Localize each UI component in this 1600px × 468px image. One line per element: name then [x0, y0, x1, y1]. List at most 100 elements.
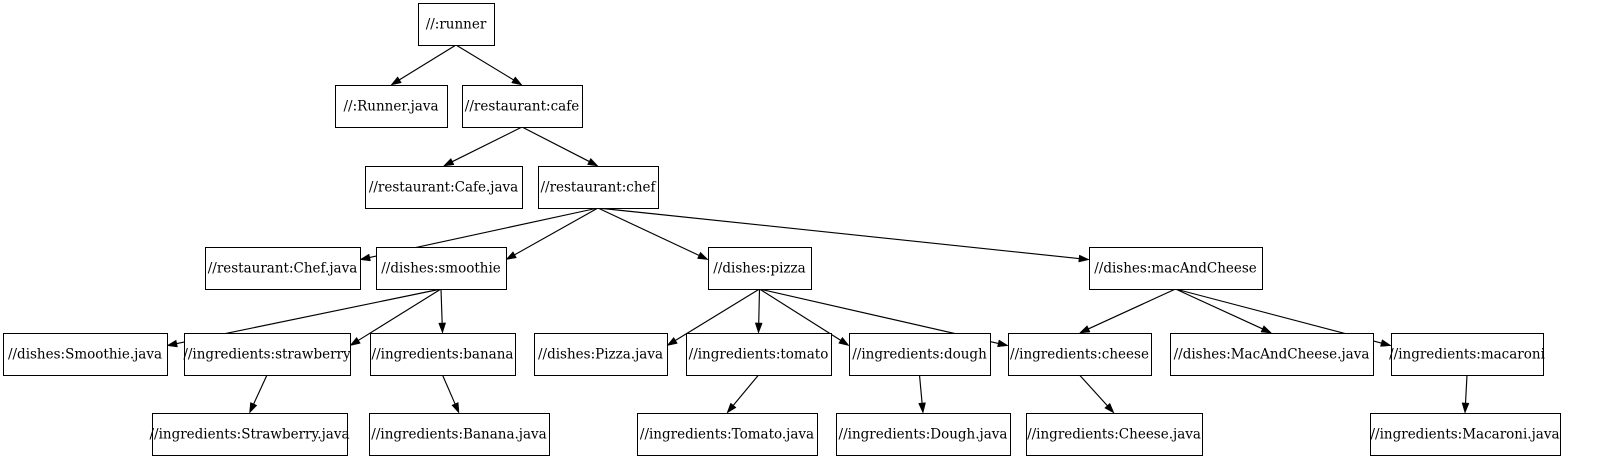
- node-box[interactable]: [3, 333, 168, 376]
- graph-node-chef[interactable]: //restaurant:chef: [538, 166, 659, 209]
- edge-arrowhead: [249, 402, 258, 414]
- node-box[interactable]: [369, 413, 550, 456]
- node-label: //ingredients:dough: [852, 347, 987, 363]
- graph-node-runner_java[interactable]: //:Runner.java: [335, 85, 448, 128]
- node-box[interactable]: [152, 413, 348, 456]
- node-label: //ingredients:tomato: [689, 347, 829, 363]
- graph-node-strawberry[interactable]: //ingredients:strawberry: [183, 333, 351, 376]
- edge-arrowhead: [390, 76, 402, 86]
- node-box[interactable]: [836, 413, 1011, 456]
- graph-node-tomato[interactable]: //ingredients:tomato: [686, 333, 832, 376]
- node-label: //ingredients:Dough.java: [839, 427, 1008, 443]
- node-box[interactable]: [335, 85, 448, 128]
- node-label: //dishes:MacAndCheese.java: [1174, 347, 1370, 363]
- graph-node-chef_java[interactable]: //restaurant:Chef.java: [205, 247, 361, 290]
- edge-arrowhead: [838, 336, 850, 347]
- node-box[interactable]: [370, 333, 516, 376]
- graph-edge: [441, 374, 460, 414]
- graph-node-pizza[interactable]: //dishes:pizza: [708, 247, 812, 290]
- edge-arrowhead: [451, 402, 460, 414]
- graph-node-macandcheese_java[interactable]: //dishes:MacAndCheese.java: [1170, 333, 1374, 376]
- edge-arrowhead: [438, 322, 447, 334]
- edge-arrowhead: [1104, 402, 1115, 414]
- node-label: //ingredients:cheese: [1010, 347, 1149, 363]
- graph-node-runner[interactable]: //:runner: [418, 3, 495, 46]
- node-label: //ingredients:strawberry: [183, 347, 351, 363]
- graph-edge: [1461, 374, 1470, 414]
- nodes-layer: //:runner //:Runner.java //restaurant:cafe…: [3, 3, 1561, 456]
- edge-arrowhead: [1380, 339, 1392, 347]
- node-label: //dishes:Pizza.java: [538, 347, 663, 363]
- edges-layer: [166, 44, 1470, 414]
- node-label: //restaurant:Chef.java: [208, 261, 358, 277]
- graph-edge: [759, 288, 850, 347]
- node-label: //dishes:smoothie: [381, 261, 501, 277]
- node-label: //ingredients:Cheese.java: [1027, 427, 1201, 443]
- node-box[interactable]: [205, 247, 361, 290]
- edge-arrowhead: [918, 402, 926, 414]
- graph-node-dough[interactable]: //ingredients:dough: [849, 333, 991, 376]
- edge-arrowhead: [511, 76, 523, 86]
- node-box[interactable]: [1008, 333, 1152, 376]
- node-box[interactable]: [686, 333, 832, 376]
- edge-arrowhead: [442, 157, 455, 167]
- node-box[interactable]: [1170, 333, 1374, 376]
- edge-arrowhead: [349, 336, 361, 346]
- node-box[interactable]: [1391, 333, 1544, 376]
- graph-edge: [754, 288, 763, 334]
- graph-node-macaroni[interactable]: //ingredients:macaroni: [1389, 333, 1546, 376]
- graph-edge: [597, 207, 709, 260]
- node-box[interactable]: [376, 247, 507, 290]
- graph-node-strawberry_java[interactable]: //ingredients:Strawberry.java: [149, 413, 350, 456]
- node-label: //ingredients:Strawberry.java: [149, 427, 349, 443]
- node-box[interactable]: [184, 333, 351, 376]
- node-box[interactable]: [708, 247, 812, 290]
- graph-node-cafe_java[interactable]: //restaurant:Cafe.java: [365, 166, 523, 209]
- node-box[interactable]: [462, 85, 583, 128]
- graph-node-pizza_java[interactable]: //dishes:Pizza.java: [534, 333, 668, 376]
- node-label: //ingredients:Macaroni.java: [1370, 427, 1559, 443]
- graph-node-banana_java[interactable]: //ingredients:Banana.java: [369, 413, 550, 456]
- graph-node-dough_java[interactable]: //ingredients:Dough.java: [836, 413, 1011, 456]
- graph-node-macandcheese[interactable]: //dishes:macAndCheese: [1089, 247, 1263, 290]
- graph-node-banana[interactable]: //ingredients:banana: [370, 333, 516, 376]
- node-box[interactable]: [637, 413, 818, 456]
- graph-node-smoothie_java[interactable]: //dishes:Smoothie.java: [3, 333, 168, 376]
- graph-node-tomato_java[interactable]: //ingredients:Tomato.java: [637, 413, 818, 456]
- node-box[interactable]: [1089, 247, 1263, 290]
- node-label: //restaurant:cafe: [465, 99, 579, 115]
- graph-edge: [349, 288, 442, 346]
- graph-edge: [1078, 288, 1176, 334]
- node-label: //ingredients:banana: [372, 347, 514, 363]
- node-box[interactable]: [538, 166, 659, 209]
- graph-node-smoothie[interactable]: //dishes:smoothie: [376, 247, 507, 290]
- node-label: //restaurant:chef: [540, 180, 656, 196]
- edge-arrowhead: [697, 251, 709, 260]
- node-box[interactable]: [418, 3, 495, 46]
- graph-node-cheese_java[interactable]: //ingredients:Cheese.java: [1026, 413, 1203, 456]
- edge-arrowhead: [1078, 254, 1090, 263]
- node-label: //:Runner.java: [343, 99, 438, 115]
- node-box[interactable]: [849, 333, 991, 376]
- graph-edge: [438, 288, 447, 334]
- node-box[interactable]: [365, 166, 523, 209]
- graph-node-cheese[interactable]: //ingredients:cheese: [1008, 333, 1152, 376]
- graph-edge: [1175, 288, 1273, 334]
- graph-edge: [597, 207, 1090, 263]
- graph-edge: [390, 44, 457, 86]
- node-box[interactable]: [534, 333, 668, 376]
- node-label: //:runner: [426, 17, 487, 33]
- node-box[interactable]: [1370, 413, 1561, 456]
- graph-node-macaroni_java[interactable]: //ingredients:Macaroni.java: [1370, 413, 1561, 456]
- node-label: //ingredients:macaroni: [1389, 347, 1545, 363]
- edge-arrowhead: [1260, 325, 1273, 334]
- node-box[interactable]: [1026, 413, 1203, 456]
- edge-arrowhead: [1078, 325, 1091, 334]
- graph-edge: [455, 44, 523, 86]
- edge-arrowhead: [666, 336, 678, 346]
- node-label: //restaurant:Cafe.java: [369, 180, 518, 196]
- edge-arrowhead: [166, 339, 178, 348]
- graph-node-cafe[interactable]: //restaurant:cafe: [462, 85, 583, 128]
